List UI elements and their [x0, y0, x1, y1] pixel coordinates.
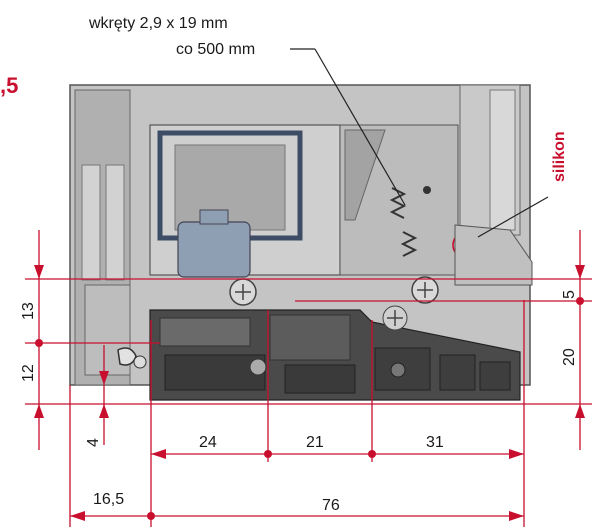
- right-upper-strip-inner: [489, 89, 516, 231]
- sill-chamber-6: [439, 354, 476, 391]
- callout-leaders: [290, 48, 549, 238]
- sealant-label: silikon: [551, 131, 568, 182]
- sealant-leader: [477, 196, 549, 238]
- edge-clip: [117, 347, 137, 366]
- dim-5-label: 5: [561, 290, 578, 299]
- screws-leader: [314, 48, 406, 206]
- spring-upper: [389, 187, 407, 219]
- dim-31-label: 31: [426, 434, 444, 451]
- dimension-lines: [25, 230, 592, 527]
- left-chamber-inner-2: [105, 164, 125, 281]
- screws-label-line1: wkręty 2,9 x 19 mm: [88, 15, 228, 32]
- dim-4-label: 4: [85, 438, 102, 447]
- dim-16-5-label: 16,5: [93, 491, 124, 508]
- corner-fragment-label: ,5: [0, 73, 18, 98]
- hardware-pin: [423, 186, 431, 194]
- sill-chamber-3: [164, 354, 266, 391]
- dim-76-label: 76: [322, 497, 340, 514]
- window-profile: [69, 84, 533, 401]
- edge-clip-knob: [133, 355, 147, 369]
- dim-13-label: 13: [20, 302, 37, 320]
- sill-screw: [249, 358, 267, 376]
- gasket-top: [199, 209, 229, 225]
- screws-label-line2: co 500 mm: [176, 41, 255, 58]
- dim-12-label: 12: [20, 364, 37, 382]
- outer-ramp: [454, 224, 533, 286]
- left-chamber-inner: [81, 164, 101, 281]
- sill-chamber-4: [284, 364, 356, 394]
- reinforcement-chamber: [174, 144, 286, 231]
- sill-chamber-2: [269, 314, 351, 361]
- sill-screw-2: [390, 362, 406, 378]
- sill-chamber-7: [479, 361, 511, 391]
- sill-chamber-1: [159, 317, 251, 347]
- spring-lower: [400, 231, 418, 257]
- gasket-seal: [177, 221, 251, 278]
- dim-20-label: 20: [561, 348, 578, 366]
- dim-24-label: 24: [199, 434, 217, 451]
- dim-21-label: 21: [306, 434, 324, 451]
